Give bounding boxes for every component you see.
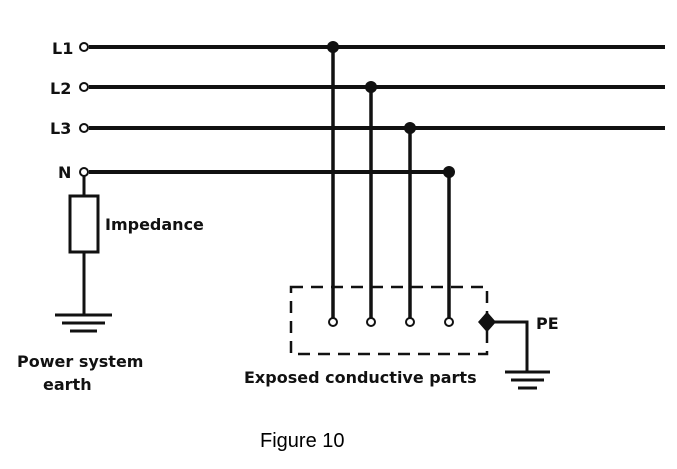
equipment-drops (331, 47, 451, 318)
power-system-earth-label-line1: Power system (17, 352, 143, 371)
exposed-conductive-parts-enclosure (289, 285, 489, 356)
power-system-earth-label-line2: earth (43, 375, 92, 394)
line-label-n: N (58, 163, 71, 182)
line-label-l3: L3 (50, 119, 71, 138)
impedance-label: Impedance (105, 215, 204, 234)
junction-l2 (365, 81, 377, 93)
pe-connection-diamond (478, 311, 496, 333)
equipment-terminals (328, 317, 454, 327)
figure-caption: Figure 10 (260, 430, 345, 452)
line-label-l2: L2 (50, 79, 71, 98)
junction-n (443, 166, 455, 178)
equipment-terminal-3 (405, 317, 415, 327)
impedance-symbol (68, 194, 100, 254)
supply-terminals (79, 42, 89, 177)
exposed-conductive-parts-label: Exposed conductive parts (244, 368, 477, 387)
pe-label: PE (536, 314, 559, 333)
pe-conductor (494, 320, 529, 372)
terminal-l3 (79, 123, 89, 133)
line-label-l1: L1 (52, 39, 73, 58)
pe-connection (478, 311, 550, 390)
junction-l3 (404, 122, 416, 134)
terminal-l1 (79, 42, 89, 52)
equipment-terminal-2 (366, 317, 376, 327)
equipment-terminal-4 (444, 317, 454, 327)
neutral-earthing (55, 176, 112, 333)
terminal-n (79, 167, 89, 177)
junction-dots (327, 41, 455, 178)
equipment-terminal-1 (328, 317, 338, 327)
terminal-l2 (79, 82, 89, 92)
junction-l1 (327, 41, 339, 53)
supply-conductors (89, 45, 665, 174)
